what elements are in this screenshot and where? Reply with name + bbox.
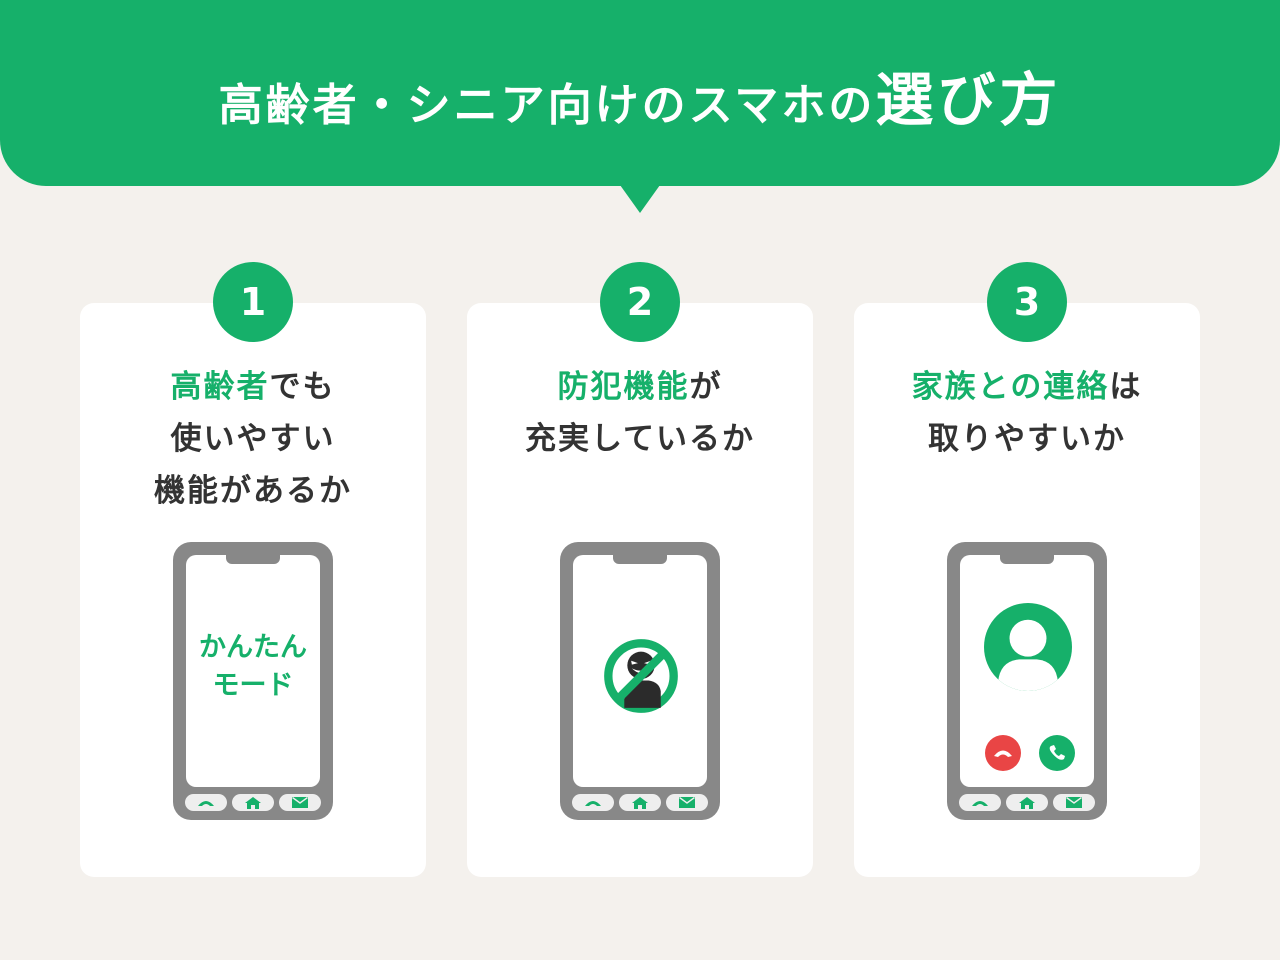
phone-icon: [572, 794, 614, 811]
easy-mode-label: かんたん モード: [186, 629, 320, 705]
phone-notch: [1000, 555, 1054, 564]
heading-text: が: [689, 369, 723, 405]
phone-notch: [613, 555, 667, 564]
phone-icon: [185, 794, 227, 811]
heading-line: 取りやすいか: [928, 421, 1126, 457]
heading-accent: 家族との連絡: [911, 369, 1110, 405]
card-security-functions: 2 防犯機能が 充実しているか: [467, 262, 813, 877]
heading-line: 充実しているか: [524, 421, 756, 457]
contact-avatar-icon: [984, 603, 1072, 691]
smartphone-illustration: かんたん モード: [173, 542, 333, 820]
step-number-badge: 3: [987, 262, 1067, 342]
page-title: 高齢者・シニア向けのスマホの選び方: [0, 70, 1280, 136]
easy-mode-line: かんたん: [199, 632, 307, 663]
heading-accent: 高齢者: [170, 369, 270, 405]
no-thief-icon: [604, 639, 678, 713]
card-heading: 家族との連絡は 取りやすいか: [854, 361, 1200, 465]
phone-notch: [226, 555, 280, 564]
accept-call-icon: [1039, 735, 1075, 771]
phone-buttons: [185, 794, 321, 811]
card-easy-functions: 1 高齢者でも 使いやすい 機能があるか かんたん モード: [80, 262, 426, 877]
mail-icon: [1053, 794, 1095, 811]
home-icon: [619, 794, 661, 811]
decline-call-icon: [985, 735, 1021, 771]
phone-screen: [573, 555, 707, 787]
heading-accent: 防犯機能: [557, 369, 690, 405]
smartphone-illustration: [947, 542, 1107, 820]
home-icon: [1006, 794, 1048, 811]
banner-pointer: [620, 185, 660, 213]
card-heading: 防犯機能が 充実しているか: [467, 361, 813, 465]
header-banner: [0, 0, 1280, 186]
title-emphasis: 選び方: [875, 66, 1062, 134]
easy-mode-line: モード: [212, 670, 294, 701]
mail-icon: [279, 794, 321, 811]
heading-text: は: [1109, 369, 1143, 405]
step-number-badge: 2: [600, 262, 680, 342]
card-heading: 高齢者でも 使いやすい 機能があるか: [80, 361, 426, 517]
call-buttons: [985, 735, 1075, 771]
phone-icon: [959, 794, 1001, 811]
smartphone-illustration: [560, 542, 720, 820]
step-number-badge: 1: [213, 262, 293, 342]
phone-buttons: [959, 794, 1095, 811]
phone-screen: [960, 555, 1094, 787]
heading-line: 使いやすい: [170, 421, 336, 457]
phone-buttons: [572, 794, 708, 811]
home-icon: [232, 794, 274, 811]
mail-icon: [666, 794, 708, 811]
phone-screen: かんたん モード: [186, 555, 320, 787]
card-family-contact: 3 家族との連絡は 取りやすいか: [854, 262, 1200, 877]
heading-text: でも: [269, 369, 336, 405]
title-main: 高齢者・シニア向けのスマホの: [218, 80, 876, 131]
heading-line: 機能があるか: [154, 473, 352, 509]
